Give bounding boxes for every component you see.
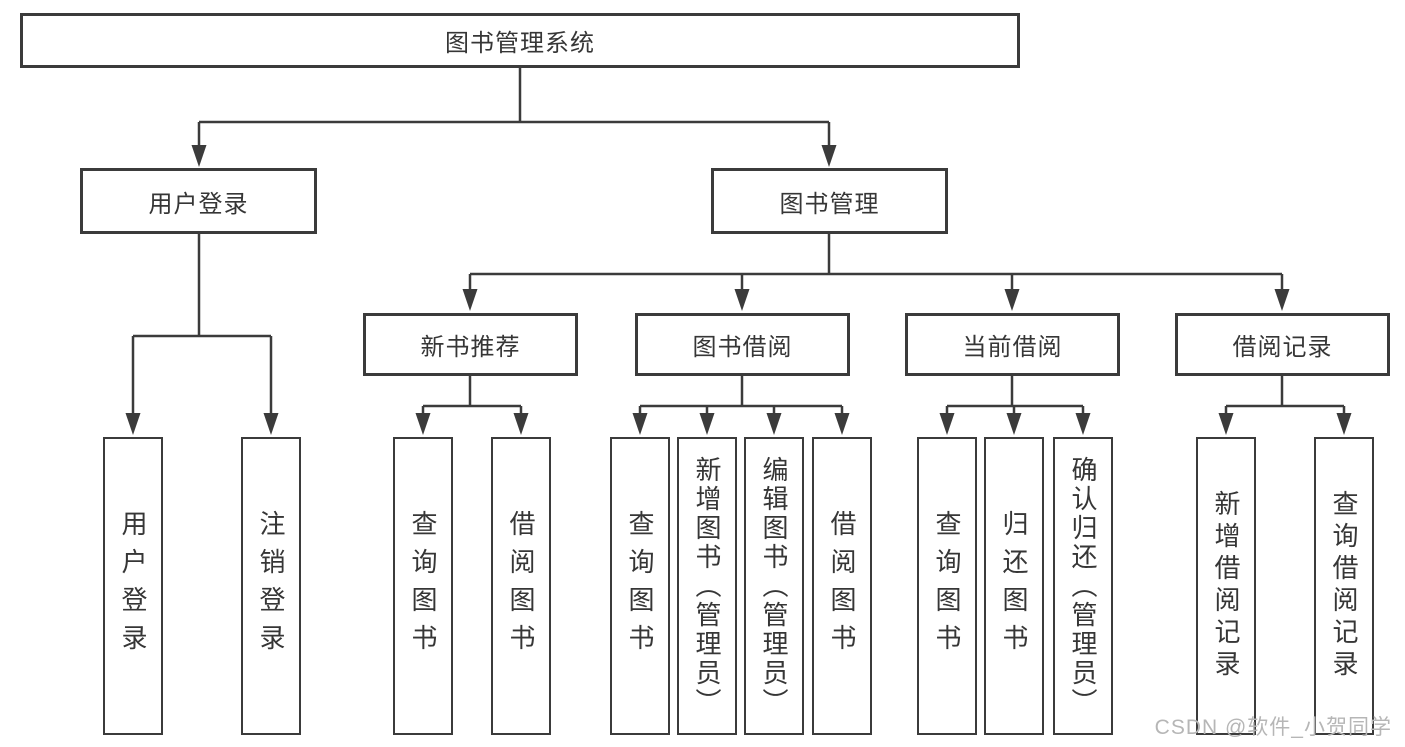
leaf-add-borrow-record: 新增借阅记录 (1196, 437, 1256, 735)
node-borrowing-records: 借阅记录 (1175, 313, 1390, 376)
node-label: 当前借阅 (962, 334, 1063, 361)
node-user-login: 用户登录 (80, 168, 317, 234)
csdn-watermark: CSDN @软件_小贺同学 (1154, 716, 1392, 739)
leaf-newbook-query-book: 查询图书 (393, 437, 453, 735)
node-label: 图书管理系统 (445, 30, 595, 57)
leaf-borrowing-query-book: 查询图书 (610, 437, 670, 735)
node-label: 新书推荐 (420, 334, 521, 361)
leaf-current-query-book: 查询图书 (917, 437, 977, 735)
leaf-user-login: 用户登录 (103, 437, 163, 735)
leaf-edit-book-admin: 编辑图书（管理员） (744, 437, 804, 735)
leaf-return-book: 归还图书 (984, 437, 1044, 735)
node-label: 图书管理 (779, 190, 880, 218)
leaf-add-book-admin: 新增图书（管理员） (677, 437, 737, 735)
node-book-borrowing: 图书借阅 (635, 313, 850, 376)
node-label: 图书借阅 (692, 334, 793, 361)
node-label: 用户登录 (148, 190, 249, 218)
leaf-borrowing-borrow-book: 借阅图书 (812, 437, 872, 735)
leaf-newbook-borrow-book: 借阅图书 (491, 437, 551, 735)
node-label: 借阅记录 (1232, 334, 1333, 361)
leaf-query-borrow-record: 查询借阅记录 (1314, 437, 1374, 735)
leaf-confirm-return-admin: 确认归还（管理员） (1053, 437, 1113, 735)
node-current-borrowing: 当前借阅 (905, 313, 1120, 376)
node-book-management: 图书管理 (711, 168, 948, 234)
leaf-logout: 注销登录 (241, 437, 301, 735)
node-new-book-recommend: 新书推荐 (363, 313, 578, 376)
node-library-management-system: 图书管理系统 (20, 13, 1020, 68)
